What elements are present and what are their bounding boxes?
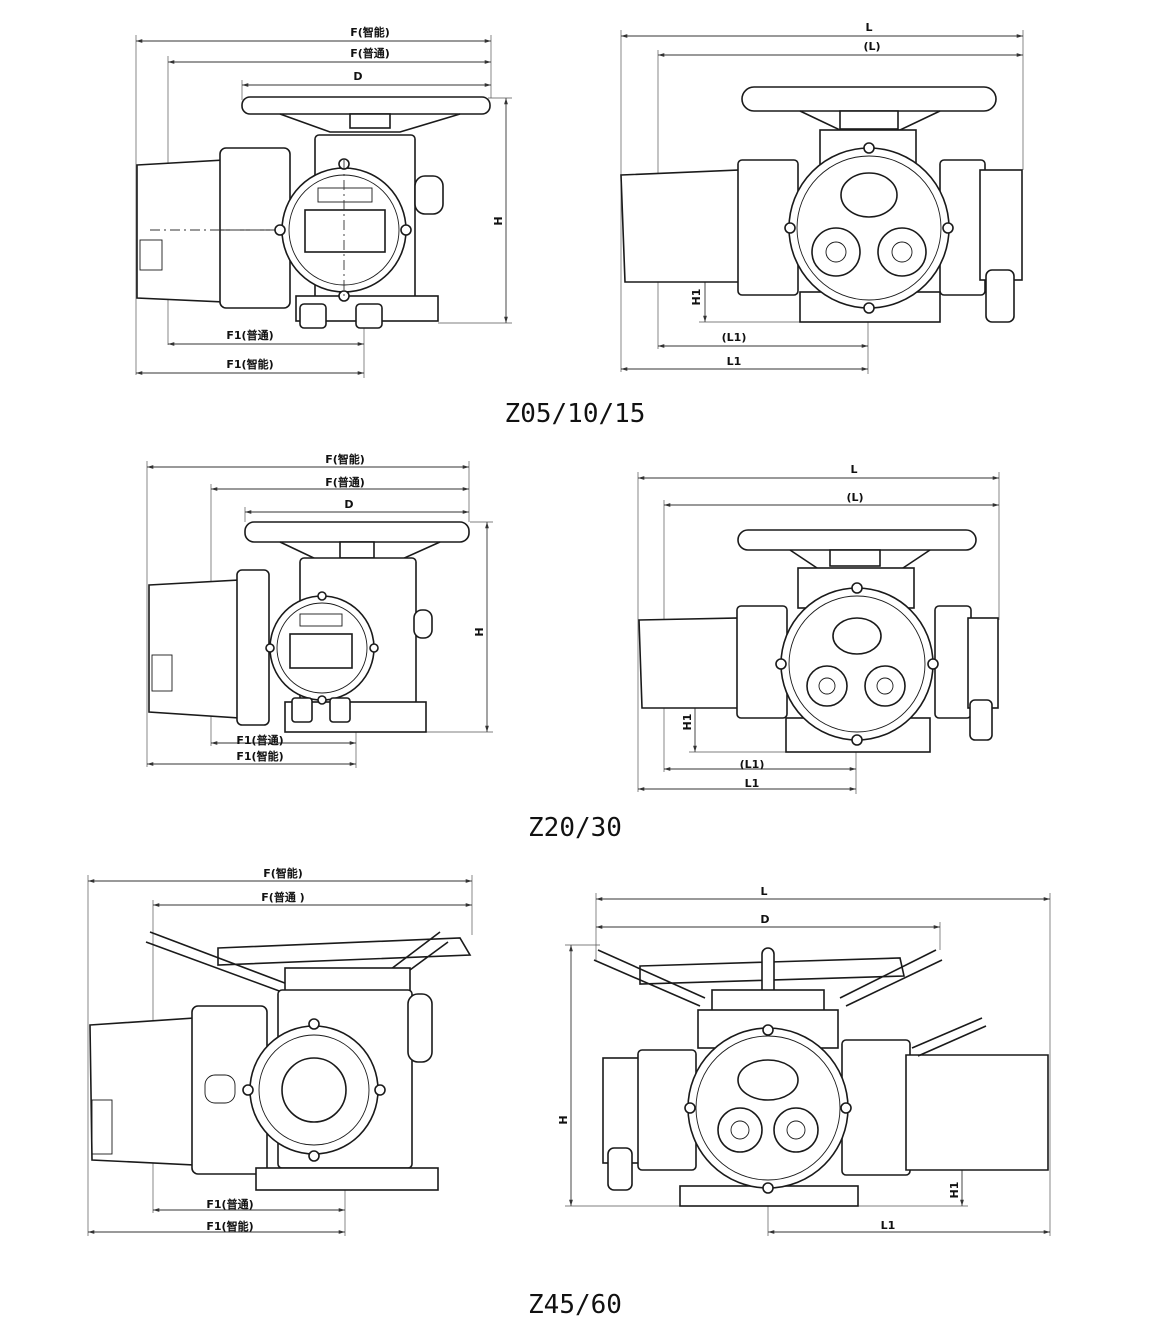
z05-front-dimension-lines: [620, 30, 1024, 374]
z20-front-handwheel: [737, 529, 977, 571]
caption-z05: Z05/10/15: [505, 399, 646, 429]
z45-front-label-d: D: [760, 913, 769, 926]
z20-front-label-l-paren: (L): [846, 491, 863, 504]
z20-side-label-f1-smart: F1(智能): [236, 749, 283, 763]
z05-side-label-f-normal: F(普通): [350, 46, 390, 60]
caption-z45: Z45/60: [528, 1290, 622, 1320]
z05-side-label-f-smart: F(智能): [350, 25, 390, 39]
z05-front-label-l1: L1: [727, 355, 742, 368]
z05-side-view: F(智能) F(普通) D H F1(普通) F1(智能): [135, 25, 512, 378]
z20-front-label-l1: L1: [745, 777, 760, 790]
z20-front-label-l1-paren: (L1): [740, 758, 765, 771]
z05-side-handwheel: [241, 96, 491, 133]
z20-side-handwheel: [244, 521, 470, 561]
z05-side-label-f1-smart: F1(智能): [226, 357, 273, 371]
z45-front-control-cover: [684, 1024, 852, 1194]
z20-front-label-h1: H1: [681, 714, 694, 731]
z05-front-control-cover: [784, 142, 954, 314]
z45-front-label-l: L: [760, 885, 767, 898]
z20-side-label-d: D: [344, 498, 353, 511]
z45-side-label-f-smart: F(智能): [263, 866, 303, 880]
z45-side-view: F(智能) F(普通 ) F1(普通) F1(智能): [87, 866, 473, 1236]
z05-front-label-l-paren: (L): [863, 40, 880, 53]
z45-side-label-f1-normal: F1(普通): [206, 1197, 253, 1211]
caption-z20: Z20/30: [528, 813, 622, 843]
z05-side-label-f1-normal: F1(普通): [226, 328, 273, 342]
z45-front-label-h: H: [557, 1115, 570, 1124]
z45-front-label-l1: L1: [881, 1219, 896, 1232]
z05-side-control-cover: [274, 158, 412, 302]
z05-side-label-d: D: [353, 70, 362, 83]
z05-front-motor-left: [620, 159, 799, 296]
z20-side-label-f-smart: F(智能): [325, 452, 365, 466]
z05-front-label-h1: H1: [690, 289, 703, 306]
z20-side-cable-glands: [291, 697, 351, 723]
z05-front-motor-right: [939, 159, 1023, 323]
z45-side-motor: [89, 1005, 268, 1175]
z45-side-label-f1-smart: F1(智能): [206, 1219, 253, 1233]
z20-side-control-cover: [265, 591, 379, 705]
z05-side-label-h: H: [492, 216, 505, 225]
z20-side-label-f1-normal: F1(普通): [236, 733, 283, 747]
z45-front-motor-right: [841, 1017, 1049, 1176]
z20-front-motor-left: [638, 605, 788, 719]
z45-side-label-f-normal: F(普通 ): [261, 890, 304, 904]
z20-front-label-l: L: [850, 463, 857, 476]
z20-front-control-cover: [775, 582, 939, 746]
z45-side-control-cover: [242, 1018, 386, 1162]
z05-front-handwheel: [741, 86, 997, 131]
z05-front-label-l1-paren: (L1): [722, 331, 747, 344]
z45-side-handwheel: [145, 931, 472, 993]
z05-side-cable-glands: [299, 303, 383, 329]
z45-front-label-h1: H1: [948, 1182, 961, 1199]
z20-front-view: L (L) H1 (L1) L1: [637, 463, 1000, 794]
z20-side-motor: [148, 569, 270, 726]
z05-front-label-l: L: [865, 21, 872, 34]
z45-front-motor-left: [602, 1049, 697, 1191]
z45-front-handwheel: [593, 947, 943, 1013]
z20-side-label-h: H: [473, 627, 486, 636]
z45-front-view: L D H H1 L1: [557, 885, 1051, 1236]
z20-side-view: F(智能) F(普通) D H F1(普通) F1(智能): [146, 452, 493, 768]
z20-side-label-f-normal: F(普通): [325, 475, 365, 489]
z20-front-motor-right: [934, 605, 999, 741]
z05-front-view: L (L) H1 (L1) L1: [620, 21, 1024, 374]
